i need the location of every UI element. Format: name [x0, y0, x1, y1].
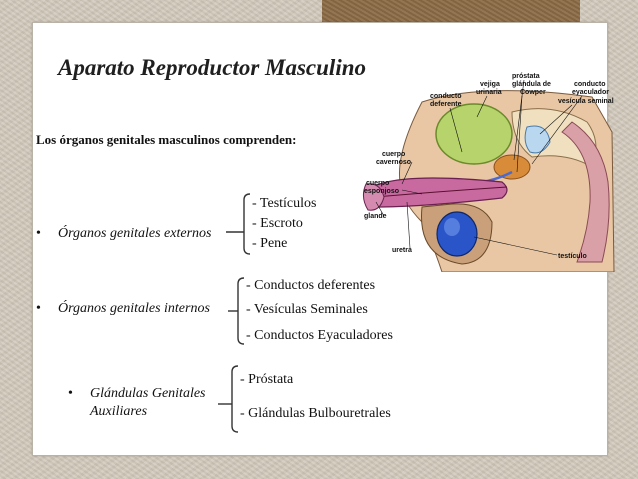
label-conducto-def-2: deferente [430, 101, 462, 108]
slide-title: Aparato Reproductor Masculino [58, 55, 366, 80]
glans [362, 183, 385, 211]
item-conductos-eyaculadores: - Conductos Eyaculadores [246, 328, 393, 343]
label-conducto-def-1: conducto [430, 93, 462, 100]
label-glandula-1: glándula de [512, 81, 551, 88]
label-cuerpo-cav-2: cavernoso [376, 159, 411, 166]
bullet-glandulas: • Glándulas Genitales [68, 386, 206, 402]
bracket-glandulas [231, 365, 239, 433]
label-glandula-2: Cowper [520, 89, 546, 96]
label-conducto-eyac-1: conducto [574, 81, 606, 88]
label-vejiga-2: urinaria [476, 89, 502, 96]
label-vesicula: vesícula seminal [558, 98, 614, 105]
item-glandulas-bulbouretrales: - Glándulas Bulbouretrales [240, 406, 391, 421]
testis-highlight [444, 218, 460, 236]
item-prostata: - Próstata [240, 372, 294, 387]
urethra-line [375, 186, 508, 198]
label-cuerpo-esp-1: cuerpo [366, 180, 389, 187]
penis-shaft [371, 177, 508, 208]
prostate-organ [493, 154, 531, 180]
label-glande: glande [364, 213, 387, 220]
label-conducto-eyac-2: eyaculador [572, 89, 609, 96]
label-uretra: uretra [392, 247, 412, 254]
bracket-internos [237, 277, 245, 345]
label-vejiga-1: vejiga [480, 81, 500, 88]
bullet-label: Órganos genitales internos [58, 301, 210, 316]
bracket-externos [243, 193, 251, 255]
bullet-externos: • Órganos genitales externos [36, 226, 211, 242]
item-conductos-deferentes: - Conductos deferentes [246, 278, 376, 293]
bullet-dot: • [36, 301, 41, 316]
anatomy-diagram: próstata vejiga urinaria glándula de Cow… [362, 73, 615, 272]
bullet-label-line1: Glándulas Genitales [90, 386, 206, 401]
bullet-label: Órganos genitales externos [58, 226, 212, 241]
label-cuerpo-esp-2: esponjoso [364, 188, 399, 195]
slide-subtitle: Los órganos genitales masculinos compren… [36, 132, 297, 147]
rectum [561, 121, 610, 263]
bullet-dot: • [36, 226, 41, 241]
label-prostata: próstata [512, 73, 540, 80]
label-cuerpo-cav-1: cuerpo [382, 151, 405, 158]
label-testiculo: testículo [558, 253, 587, 260]
item-testiculos: - Testículos [252, 196, 317, 211]
bullet-internos: • Órganos genitales internos [36, 301, 210, 317]
bullet-dot: • [68, 386, 73, 401]
item-vesiculas-seminales: - Vesículas Seminales [246, 302, 368, 317]
bladder [435, 103, 513, 165]
bullet-label-line2: Auxiliares [90, 404, 148, 419]
item-pene: - Pene [252, 236, 288, 251]
item-escroto: - Escroto [252, 216, 303, 231]
